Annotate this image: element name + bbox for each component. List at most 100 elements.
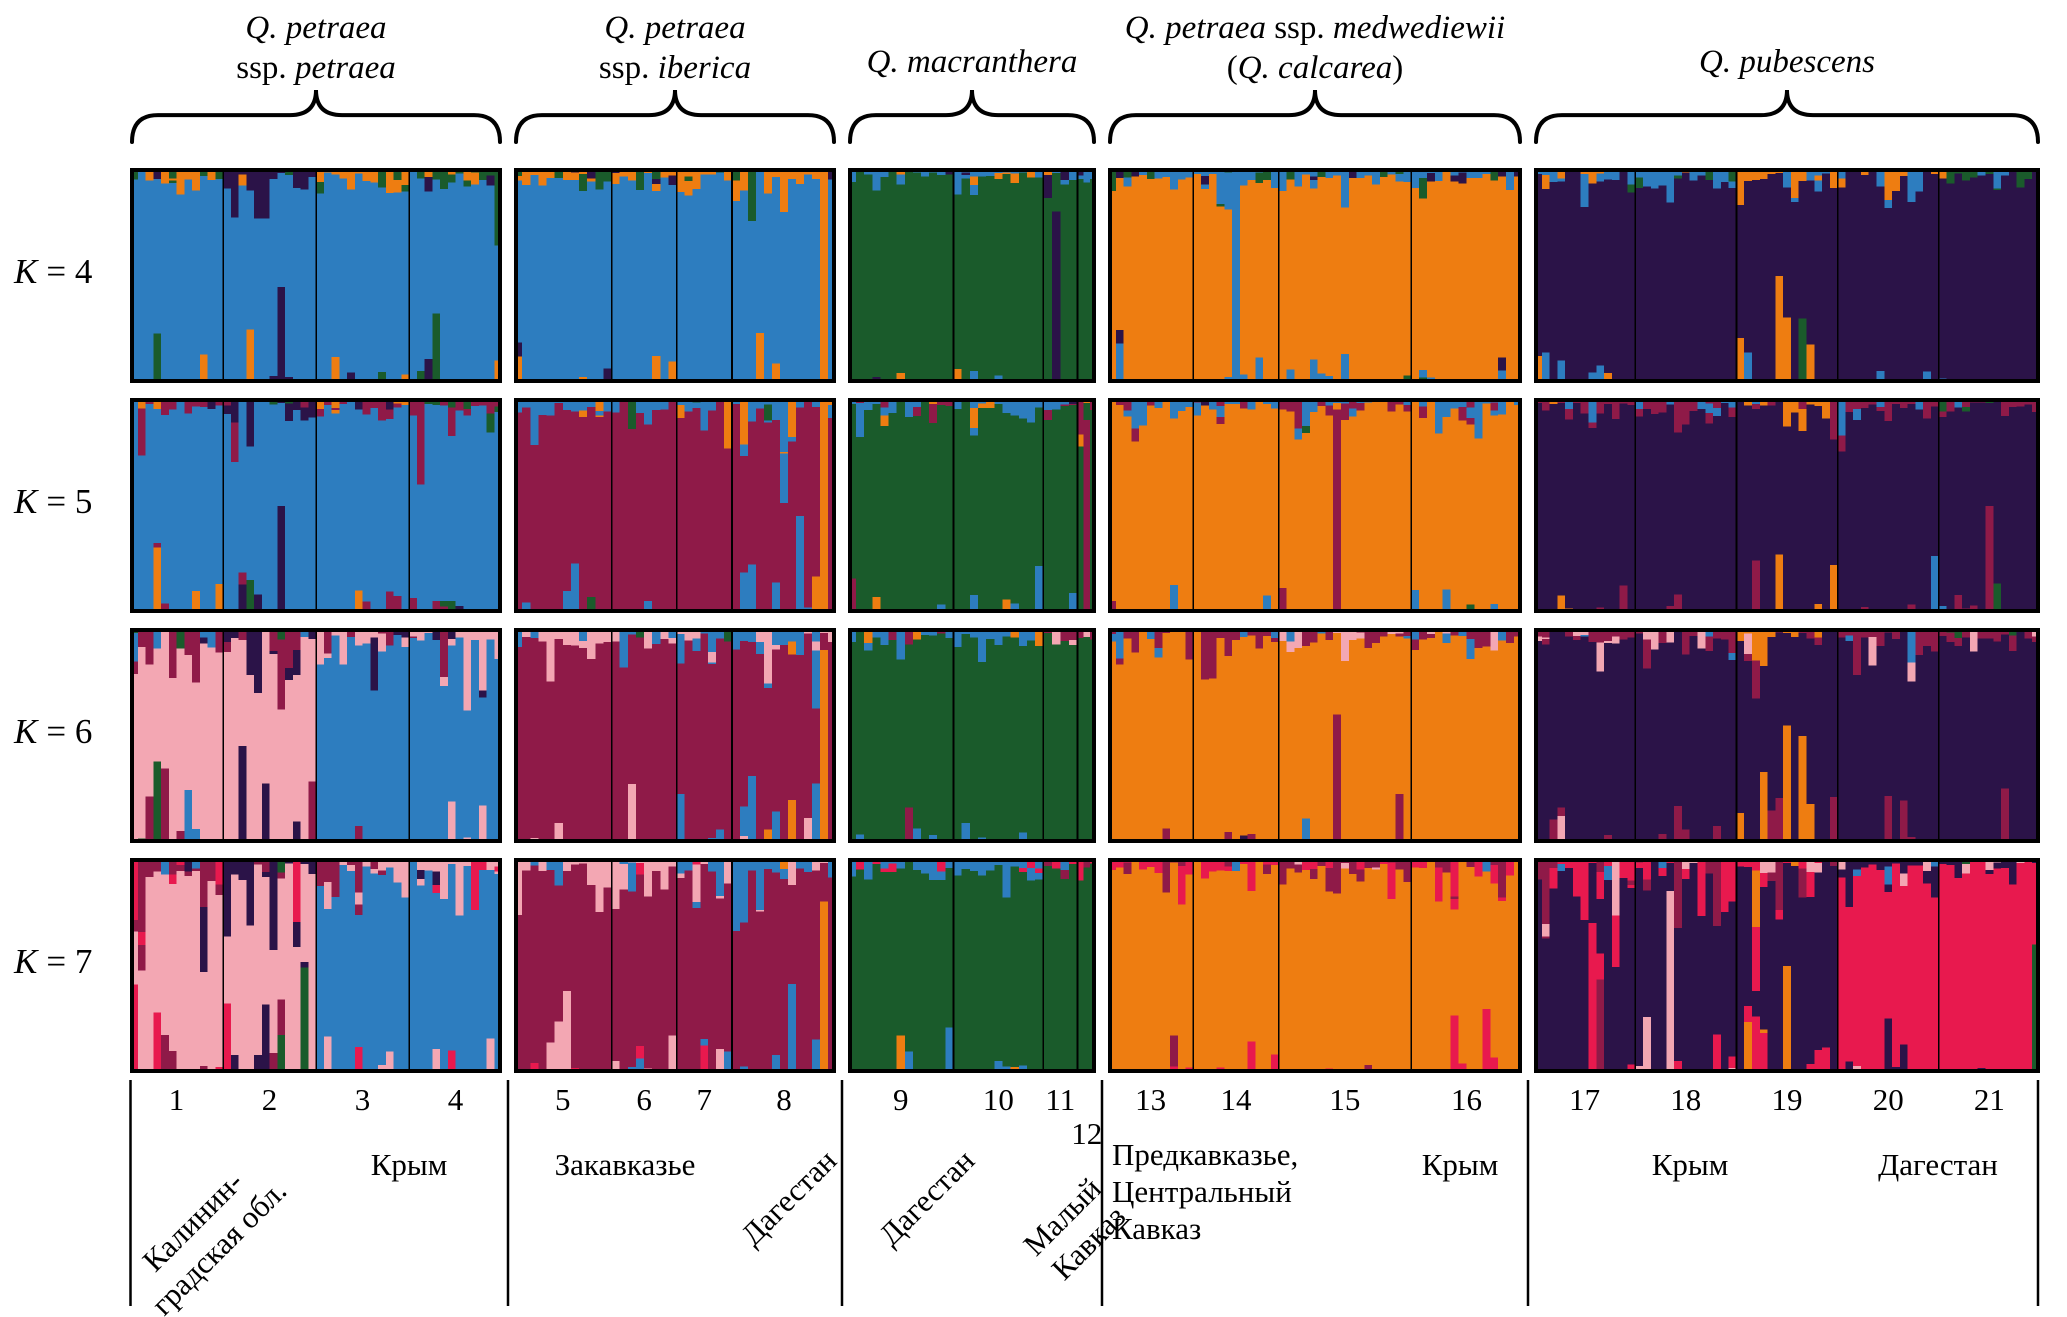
brace-group-3: [848, 89, 1096, 144]
species-label-text: ssp.: [598, 50, 658, 86]
species-label-text: ssp.: [1274, 10, 1333, 46]
region-label-10: Дагестан: [1878, 1146, 1998, 1183]
k-label-row-4: K= 7: [14, 942, 92, 982]
population-number-10: 10: [982, 1082, 1014, 1117]
population-number-8: 8: [776, 1082, 792, 1117]
population-number-1: 1: [168, 1082, 185, 1117]
admixture-block-k4-group1: [130, 168, 502, 383]
region-label-line: Крым: [370, 1147, 448, 1182]
admixture-block-k6-group5: [1534, 628, 2040, 843]
population-number-19: 19: [1771, 1082, 1803, 1117]
species-label-line: ssp. iberica: [599, 48, 751, 88]
species-label-text: Q. petraea: [604, 10, 746, 46]
species-label-line: Q. petraea: [236, 8, 396, 48]
species-label-line: Q. petraea: [599, 8, 751, 48]
admixture-block-k5-group5: [1534, 398, 2040, 613]
k-value: = 4: [46, 251, 93, 291]
species-label-text: iberica: [657, 50, 752, 86]
population-number-14: 14: [1220, 1082, 1252, 1117]
species-label-line: Q. pubescens: [1699, 42, 1875, 82]
admixture-block-k6-group2: [514, 628, 836, 843]
species-label-text: (: [1226, 50, 1238, 86]
k-symbol: K: [14, 251, 38, 291]
population-number-3: 3: [354, 1082, 371, 1117]
population-number-13: 13: [1135, 1082, 1167, 1117]
admixture-block-k6-group1: [130, 628, 502, 843]
admixture-block-k4-group5: [1534, 168, 2040, 383]
region-label-line: Кавказ: [1112, 1211, 1202, 1246]
species-label-line: Q. petraea ssp. medwediewii: [1125, 8, 1505, 48]
admixture-block-k4-group3: [848, 168, 1096, 383]
group-braces: [130, 89, 2040, 144]
brace-group-2: [514, 89, 836, 144]
population-number-18: 18: [1670, 1082, 1702, 1117]
admixture-block-k7-group4: [1108, 858, 1522, 1073]
species-label-text: ): [1392, 50, 1404, 86]
population-number-12: 12: [1071, 1116, 1103, 1151]
k-value: = 5: [46, 481, 93, 521]
species-label-text: Q. petraea: [1124, 10, 1275, 46]
k-symbol: K: [14, 711, 38, 751]
population-number-15: 15: [1329, 1082, 1361, 1117]
population-number-16: 16: [1451, 1082, 1482, 1117]
species-label-line: Q. macranthera: [867, 42, 1078, 82]
k-label-row-2: K= 5: [14, 482, 92, 522]
species-label-text: Q. macranthera: [866, 44, 1078, 80]
k-label-row-1: K= 4: [14, 252, 92, 292]
population-number-17: 17: [1569, 1082, 1601, 1117]
region-label-9: Крым: [1652, 1146, 1729, 1183]
species-label-text: Q. calcarea: [1237, 50, 1393, 86]
region-label-8: Крым: [1422, 1146, 1499, 1183]
k-symbol: K: [14, 941, 38, 981]
species-label-line: ssp. petraea: [236, 48, 396, 88]
population-number-2: 2: [261, 1082, 278, 1117]
admixture-block-k7-group3: [848, 858, 1096, 1073]
population-number-4: 4: [447, 1082, 464, 1117]
population-number-6: 6: [636, 1082, 652, 1117]
species-label-text: Q. pubescens: [1699, 44, 1875, 80]
population-number-7: 7: [696, 1082, 713, 1117]
region-label-line: Крым: [1651, 1147, 1729, 1182]
admixture-block-k4-group4: [1108, 168, 1522, 383]
k-label-row-3: K= 6: [14, 712, 92, 752]
brace-group-1: [130, 89, 502, 144]
species-label-text: petraea: [294, 50, 396, 86]
population-number-5: 5: [555, 1082, 571, 1117]
admixture-block-k5-group1: [130, 398, 502, 613]
admixture-block-k5-group2: [514, 398, 836, 613]
brace-group-4: [1108, 89, 1522, 144]
brace-group-5: [1534, 89, 2040, 144]
region-label-2: Крым: [371, 1146, 448, 1183]
region-label-line: Крым: [1421, 1147, 1499, 1182]
k-symbol: K: [14, 481, 38, 521]
bottom-separator-lines: [129, 1080, 2040, 1306]
region-label-line: Центральный: [1112, 1174, 1292, 1209]
species-label-3: Q. macranthera: [867, 42, 1078, 82]
species-label-text: medwediewii: [1332, 10, 1506, 46]
population-number-9: 9: [892, 1082, 909, 1117]
population-number-21: 21: [1973, 1082, 2005, 1117]
region-label-line: Предкавказье,: [1112, 1137, 1299, 1172]
species-label-text: ssp.: [236, 50, 295, 86]
region-label-3: Закавказье: [555, 1146, 696, 1183]
species-label-4: Q. petraea ssp. medwediewii(Q. calcarea): [1125, 8, 1505, 88]
admixture-block-k6-group4: [1108, 628, 1522, 843]
admixture-block-k7-group1: [130, 858, 502, 1073]
population-number-11: 11: [1045, 1082, 1076, 1117]
k-value: = 6: [46, 711, 93, 751]
admixture-block-k5-group3: [848, 398, 1096, 613]
species-label-line: (Q. calcarea): [1125, 48, 1505, 88]
admixture-block-k7-group5: [1534, 858, 2040, 1073]
species-label-5: Q. pubescens: [1699, 42, 1875, 82]
species-label-text: Q. petraea: [245, 10, 387, 46]
admixture-block-k7-group2: [514, 858, 836, 1073]
admixture-block-k5-group4: [1108, 398, 1522, 613]
region-label-line: Дагестан: [1878, 1147, 1998, 1182]
admixture-block-k6-group3: [848, 628, 1096, 843]
population-number-20: 20: [1872, 1082, 1904, 1117]
admixture-block-k4-group2: [514, 168, 836, 383]
